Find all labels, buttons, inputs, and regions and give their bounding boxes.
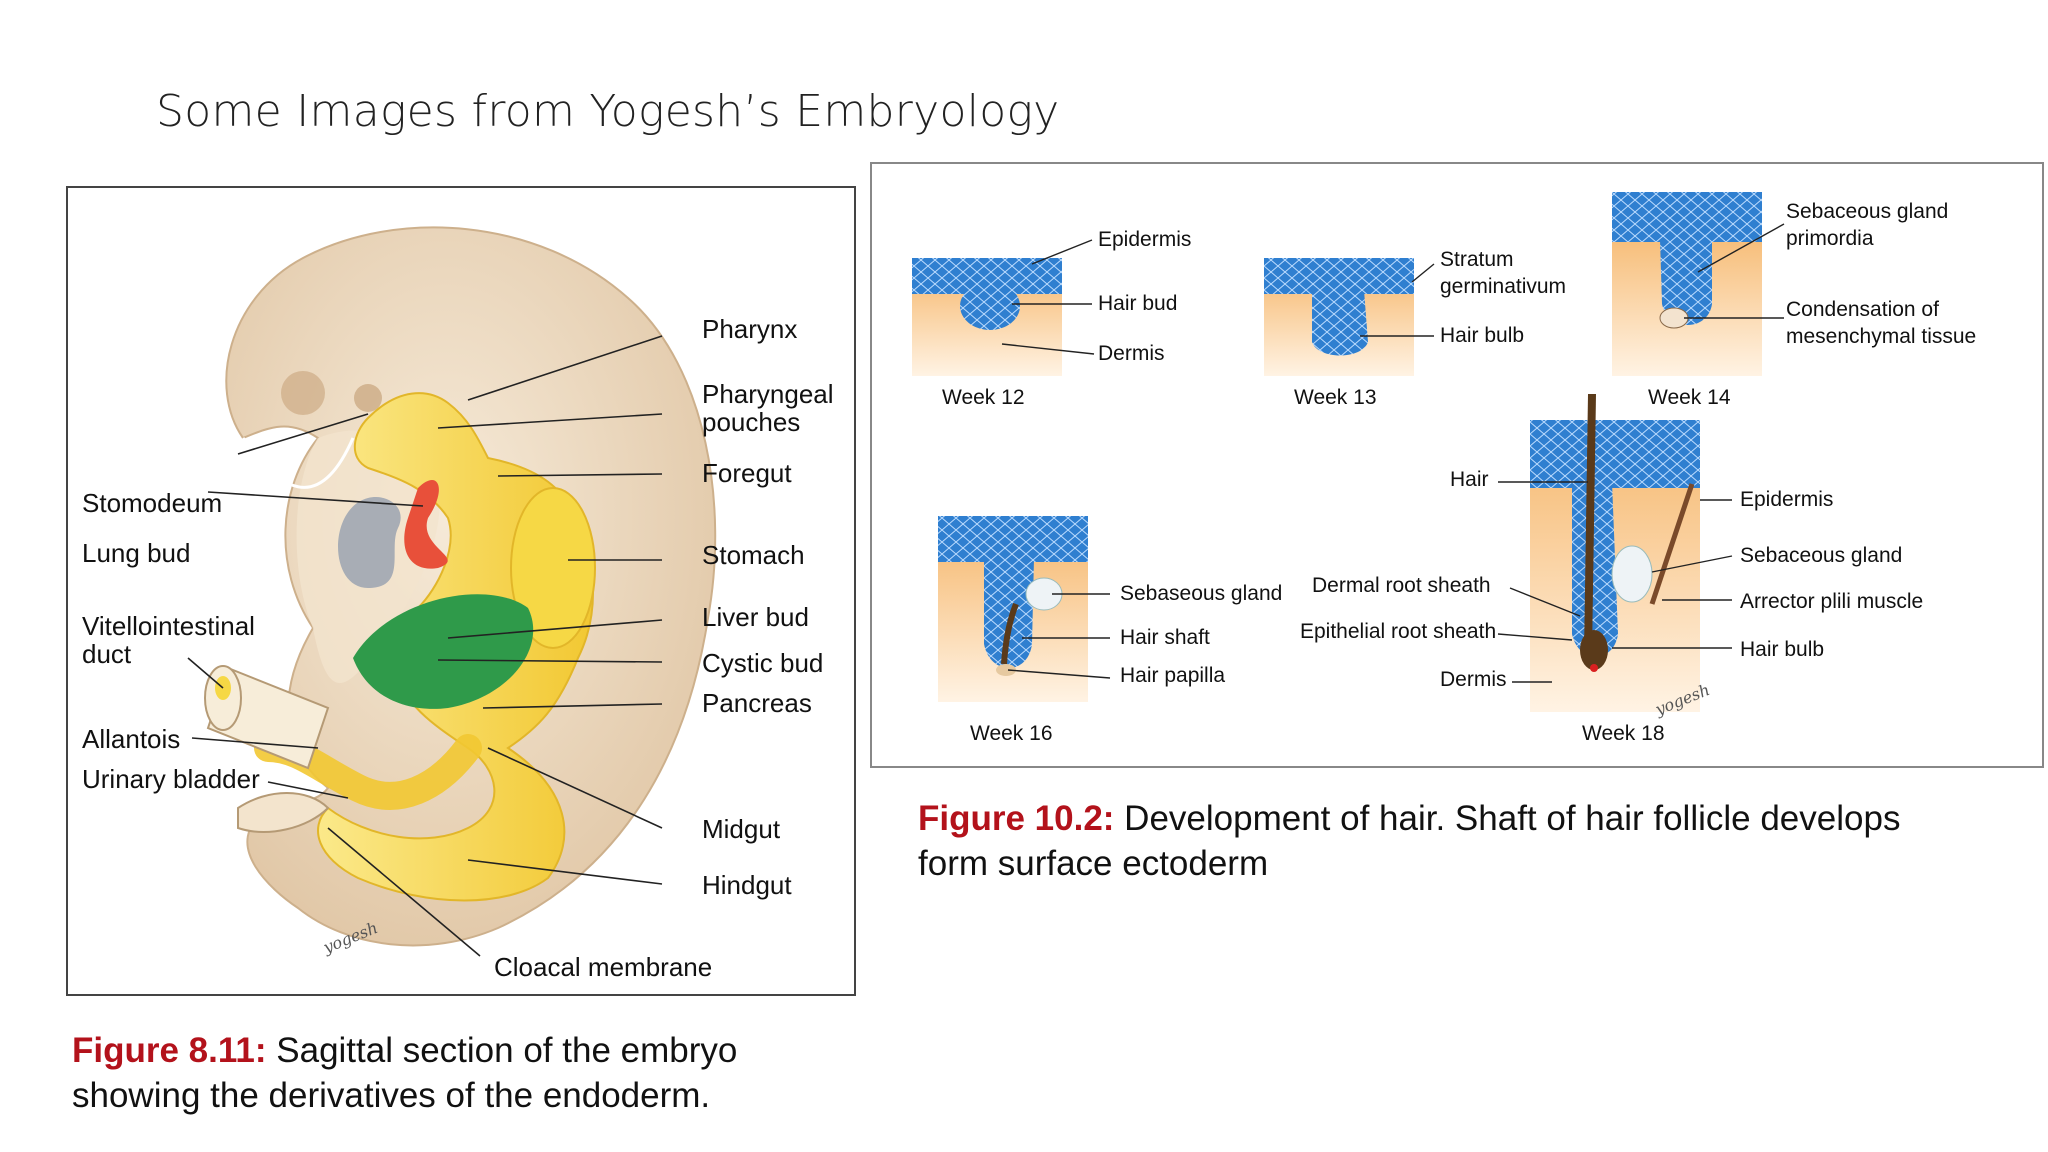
week12-illustration xyxy=(912,258,1062,376)
w14-label-sebaceous-primordia: Sebaceous gland primordia xyxy=(1786,200,1949,250)
w18-label-hair-bulb: Hair bulb xyxy=(1740,638,1825,661)
label-pancreas: Pancreas xyxy=(702,688,812,718)
hair-illustration xyxy=(912,192,1785,712)
week13-label: Week 13 xyxy=(1294,386,1377,409)
w18-label-epithelial-root-sheath: Epithelial root sheath xyxy=(1300,620,1497,643)
label-cystic-bud: Cystic bud xyxy=(702,648,824,678)
week18-illustration xyxy=(1530,393,1700,712)
hair-caption-figure-number: Figure 10.2: xyxy=(918,799,1115,838)
label-midgut: Midgut xyxy=(702,814,781,844)
w12-label-hair-bud: Hair bud xyxy=(1098,292,1178,315)
label-allantois: Allantois xyxy=(82,724,181,754)
label-stomach: Stomach xyxy=(702,540,805,570)
lung-shape xyxy=(404,479,448,569)
embryo-caption-text: Sagittal section of the embryo showing t… xyxy=(72,1031,738,1115)
embryo-illustration xyxy=(187,226,717,957)
w18-label-hair: Hair xyxy=(1450,468,1489,491)
label-vitellointestinal-duct: Vitellointestinal duct xyxy=(82,611,255,669)
week12-label: Week 12 xyxy=(942,386,1025,409)
label-foregut: Foregut xyxy=(702,458,792,488)
w12-label-epidermis: Epidermis xyxy=(1098,228,1192,251)
week13-illustration xyxy=(1264,258,1414,376)
embryo-caption: Figure 8.11: Sagittal section of the emb… xyxy=(72,1028,872,1118)
label-urinary-bladder: Urinary bladder xyxy=(82,764,260,794)
w18-label-epidermis: Epidermis xyxy=(1740,488,1834,511)
w13-label-hair-bulb: Hair bulb xyxy=(1440,324,1525,347)
w16-label-hair-papilla: Hair papilla xyxy=(1120,664,1226,687)
stomach-shape xyxy=(510,487,596,649)
label-liver-bud: Liver bud xyxy=(702,602,809,632)
w18-label-dermal-root-sheath: Dermal root sheath xyxy=(1312,574,1491,597)
label-pharyngeal-pouches: Pharyngeal pouches xyxy=(702,379,834,437)
hair-figure-panel: Epidermis Hair bud Dermis Week 12 Stratu… xyxy=(870,162,2044,768)
slide-title: Some Images from Yogesh’s Embryology xyxy=(156,86,1060,137)
w18-label-arrector: Arrector plili muscle xyxy=(1740,590,1924,613)
w12-label-dermis: Dermis xyxy=(1098,342,1165,365)
w14-label-condensation: Condensation of mesenchymal tissue xyxy=(1786,298,1977,348)
week14-label: Week 14 xyxy=(1648,386,1731,409)
w13-label-stratum: Stratum germinativum xyxy=(1440,248,1567,298)
week18-label: Week 18 xyxy=(1582,722,1665,745)
label-stomodeum: Stomodeum xyxy=(82,488,223,518)
w16-label-hair-shaft: Hair shaft xyxy=(1120,626,1210,649)
week14-illustration xyxy=(1612,192,1762,376)
week16-label: Week 16 xyxy=(970,722,1053,745)
embryo-figure-panel: Pharynx Pharyngeal pouches Foregut Stomo… xyxy=(66,186,856,996)
label-cloacal-membrane: Cloacal membrane xyxy=(494,952,713,982)
hair-caption-text: Development of hair. Shaft of hair folli… xyxy=(918,799,1901,883)
w18-label-dermis: Dermis xyxy=(1440,668,1507,691)
label-hindgut: Hindgut xyxy=(702,870,792,900)
hair-caption: Figure 10.2: Development of hair. Shaft … xyxy=(918,796,1928,886)
embryo-caption-figure-number: Figure 8.11: xyxy=(72,1031,267,1070)
label-pharynx: Pharynx xyxy=(702,314,798,344)
w18-label-sebaceous-gland: Sebaceous gland xyxy=(1740,544,1903,567)
liver-shape xyxy=(353,594,534,709)
w16-label-sebaseous-gland: Sebaseous gland xyxy=(1120,582,1283,605)
heart-shape xyxy=(338,497,401,588)
week16-illustration xyxy=(938,516,1088,702)
label-lung-bud: Lung bud xyxy=(82,538,191,568)
